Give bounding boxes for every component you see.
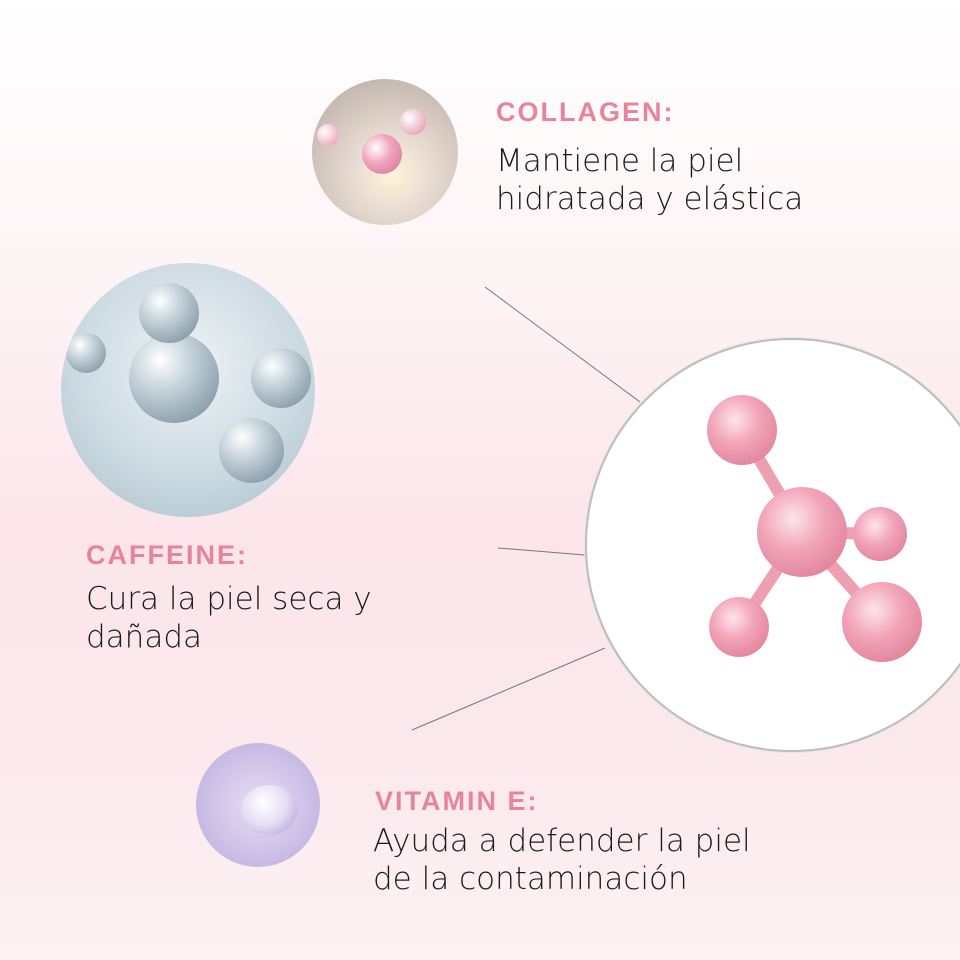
connector-line-vitamin-e (411, 647, 606, 731)
vitamin-e-image (196, 743, 320, 867)
collagen-title: COLLAGEN: (496, 97, 675, 127)
collagen-desc-line1: Mantiene la piel (496, 143, 744, 179)
vitamin-e-desc-line1: Ayuda a defender la piel (373, 823, 751, 859)
caffeine-title: CAFFEINE: (86, 540, 248, 570)
molecule-image (585, 338, 960, 752)
connector-line-collagen (484, 286, 641, 403)
collagen-description: Mantiene la piel hidratada y elástica (496, 142, 803, 218)
collagen-image (312, 79, 458, 225)
caffeine-desc-line2: dañada (86, 619, 202, 655)
collagen-desc-line2: hidratada y elástica (496, 181, 804, 217)
caffeine-desc-line1: Cura la piel seca y (86, 581, 372, 617)
connector-line-caffeine (497, 547, 586, 556)
vitamin-e-title: VITAMIN E: (375, 786, 539, 816)
molecule-icon (707, 395, 922, 662)
caffeine-image (61, 263, 315, 517)
vitamin-e-desc-line2: de la contaminación (373, 861, 688, 897)
vitamin-e-description: Ayuda a defender la piel de la contamina… (373, 822, 751, 898)
caffeine-description: Cura la piel seca y dañada (86, 580, 372, 656)
